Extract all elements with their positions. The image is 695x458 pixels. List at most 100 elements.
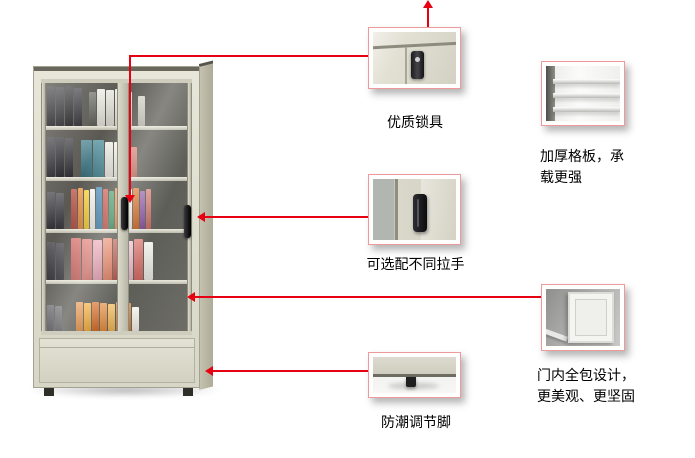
connector-line-door bbox=[195, 296, 541, 298]
top-connector-arrow bbox=[423, 0, 433, 8]
book-spine bbox=[96, 186, 102, 229]
cabinet-left-foot bbox=[44, 388, 54, 396]
handle-callout-box bbox=[368, 174, 461, 245]
handle-detail-image bbox=[373, 179, 456, 240]
door-callout-box bbox=[541, 284, 625, 351]
connector-line-lock-vertical bbox=[129, 55, 131, 195]
book-spine bbox=[97, 89, 105, 127]
book-spine bbox=[146, 188, 151, 229]
door-panel-detail bbox=[568, 292, 615, 343]
book-spine bbox=[47, 191, 55, 229]
book-spine bbox=[93, 239, 102, 280]
book-spine bbox=[65, 138, 73, 178]
book-spine bbox=[133, 187, 139, 229]
book-spine bbox=[78, 187, 83, 229]
book-spine bbox=[100, 303, 107, 332]
handle-icon bbox=[412, 194, 427, 233]
door-gap-detail bbox=[404, 46, 407, 84]
lock-callout-box bbox=[368, 27, 461, 89]
cabinet-right-foot bbox=[183, 388, 193, 396]
door-frame-detail bbox=[394, 179, 398, 240]
book-spine bbox=[106, 90, 114, 127]
foot-feature-label: 防潮调节脚 bbox=[381, 414, 451, 430]
book-spine bbox=[138, 96, 145, 127]
book-spine bbox=[103, 188, 108, 229]
handle-pointer-arrow bbox=[197, 212, 205, 222]
door-frame-bottom-rail bbox=[41, 331, 192, 335]
book-spine bbox=[108, 304, 115, 332]
connector-line-lock-horizontal bbox=[129, 55, 368, 57]
door-frame-top-rail bbox=[41, 79, 192, 83]
book-spine bbox=[84, 189, 89, 229]
door-frame-left-stile bbox=[41, 79, 46, 335]
shelf-compartment-1 bbox=[41, 79, 192, 131]
lock-feature-label: 优质锁具 bbox=[387, 114, 443, 130]
book-spine bbox=[47, 137, 55, 178]
connector-line-handle bbox=[205, 216, 368, 218]
connector-line-top-stub bbox=[427, 6, 429, 27]
lock-pointer-arrow bbox=[125, 195, 135, 203]
connector-line-foot bbox=[213, 370, 368, 372]
book-spine bbox=[65, 86, 73, 127]
glass-highlight-detail bbox=[421, 179, 456, 240]
book-spine bbox=[81, 140, 92, 178]
door-feature-label: 门内全包设计，更美观、更坚固 bbox=[537, 367, 635, 404]
shelf-callout-box bbox=[541, 61, 625, 126]
door-pointer-arrow bbox=[187, 292, 195, 302]
handle-feature-label: 可选配不同拉手 bbox=[366, 256, 465, 272]
cabinet-top-edge bbox=[34, 67, 199, 71]
book-spine bbox=[89, 92, 96, 127]
foot-callout-box bbox=[368, 352, 461, 398]
cabinet-front-face bbox=[33, 66, 200, 388]
cabinet-base-panel bbox=[39, 338, 195, 383]
book-spine bbox=[93, 140, 104, 178]
book-spine bbox=[55, 306, 62, 332]
book-spine bbox=[103, 237, 112, 280]
foot-pointer-arrow bbox=[205, 366, 213, 376]
foot-detail-image bbox=[373, 357, 456, 393]
book-spine bbox=[105, 142, 113, 178]
shelf-detail-image bbox=[546, 66, 620, 121]
book-spine bbox=[144, 241, 153, 280]
book-spine bbox=[109, 190, 114, 229]
base-panel-seam bbox=[40, 347, 194, 348]
book-spine bbox=[92, 302, 99, 332]
shelf-feature-label: 加厚格板，承载更强 bbox=[540, 148, 624, 185]
shelf-board-detail bbox=[553, 92, 620, 98]
book-spine bbox=[71, 237, 81, 280]
book-spine bbox=[56, 87, 64, 127]
right-door-handle bbox=[184, 205, 191, 238]
book-spine bbox=[74, 88, 82, 127]
shelf-board bbox=[41, 228, 192, 233]
book-spine bbox=[82, 238, 92, 280]
door-top-edge-detail bbox=[373, 42, 456, 50]
book-spine bbox=[84, 303, 91, 332]
lock-detail-image bbox=[373, 32, 456, 84]
book-spine bbox=[76, 302, 83, 332]
shelf-board-detail bbox=[553, 106, 620, 112]
door-inner-frame-detail bbox=[575, 299, 608, 336]
cabinet-bottom-detail bbox=[373, 357, 456, 378]
book-spine bbox=[132, 307, 139, 332]
book-spine bbox=[131, 147, 137, 178]
book-spine bbox=[47, 241, 55, 280]
shelf-board bbox=[41, 279, 192, 284]
adjustable-foot-icon bbox=[406, 377, 417, 388]
book-spine bbox=[56, 137, 64, 178]
book-spine bbox=[140, 190, 145, 229]
book-spine bbox=[47, 86, 55, 127]
book-spine bbox=[71, 188, 77, 229]
cabinet-side-panel bbox=[199, 60, 213, 391]
shelf-board bbox=[41, 126, 192, 131]
book-spine bbox=[56, 242, 64, 280]
left-door-handle bbox=[121, 197, 128, 230]
book-spine bbox=[90, 188, 95, 229]
book-spine bbox=[47, 305, 54, 332]
door-interior-detail-image bbox=[546, 289, 620, 346]
lock-icon bbox=[411, 50, 425, 79]
handle-recess-detail bbox=[416, 199, 419, 228]
book-spine bbox=[127, 188, 132, 229]
book-spine bbox=[56, 192, 64, 229]
keyhole-icon bbox=[415, 56, 421, 62]
